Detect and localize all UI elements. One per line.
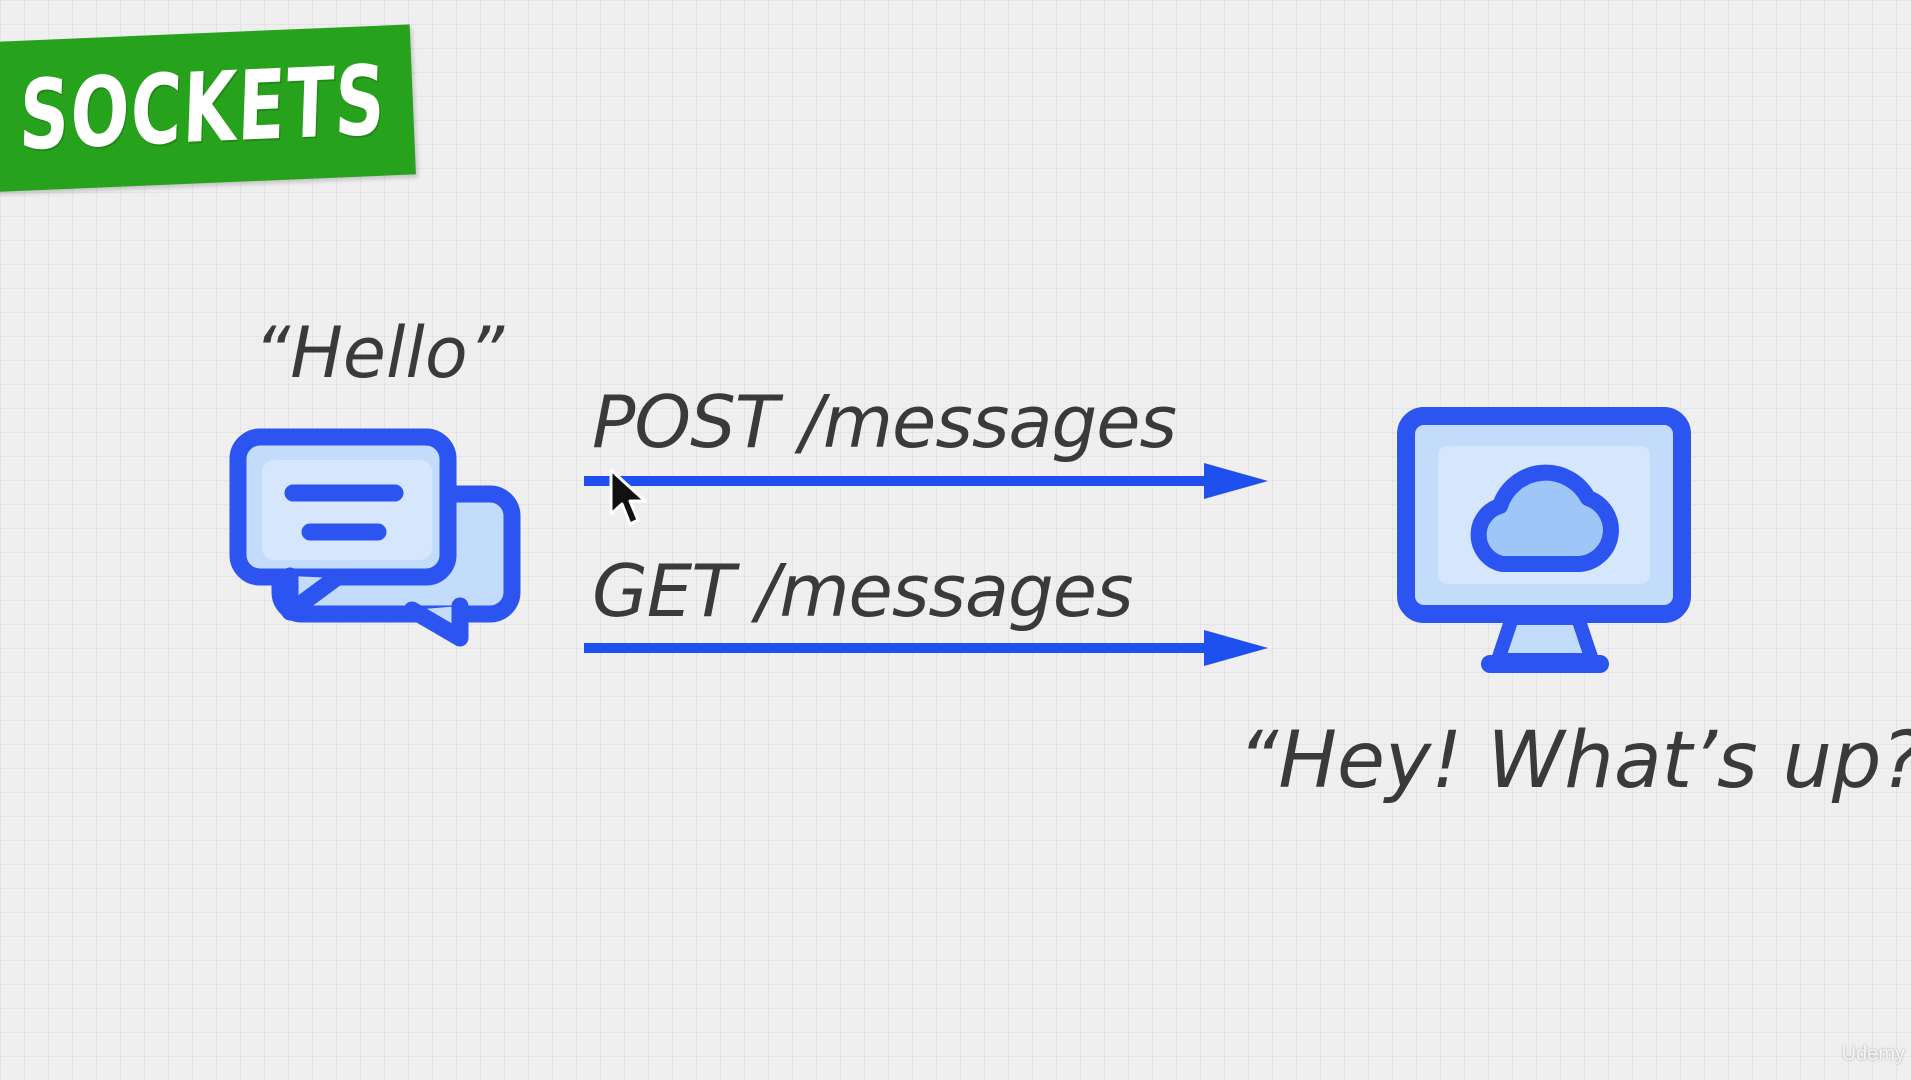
post-request-arrow <box>584 463 1268 499</box>
client-quote: “Hello” <box>254 312 504 394</box>
get-request-arrow <box>584 630 1268 666</box>
cloud-monitor-icon <box>1397 407 1691 673</box>
udemy-watermark: Udemy <box>1841 1043 1905 1065</box>
mouse-cursor-icon <box>609 468 647 526</box>
post-request-label: POST /messages <box>592 380 1177 464</box>
get-request-label: GET /messages <box>592 549 1133 633</box>
chat-bubbles-icon <box>229 428 521 647</box>
server-quote: “Hey! What’s up?” <box>1238 716 1911 806</box>
